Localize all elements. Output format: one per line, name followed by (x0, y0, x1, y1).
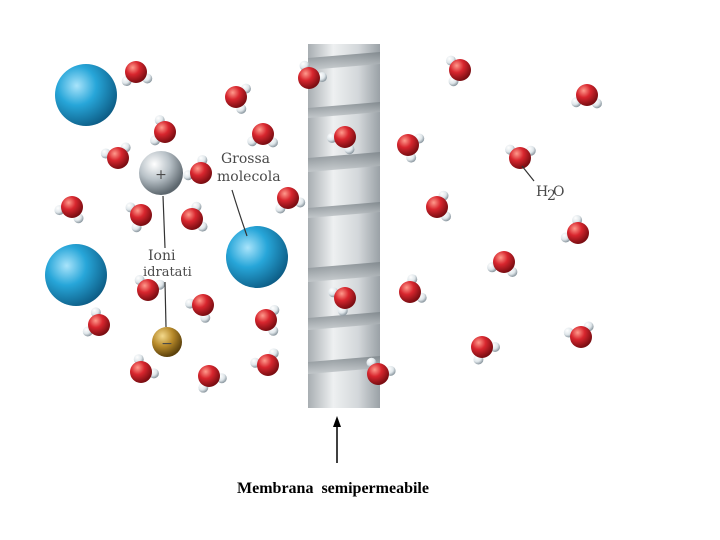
water-molecule (150, 115, 176, 146)
oxygen-atom (397, 134, 419, 156)
ions-label-line1: Ioni (148, 248, 176, 264)
semipermeable-membrane (308, 44, 380, 408)
membrane-pore (308, 356, 380, 374)
water-molecule (125, 202, 152, 233)
water-molecule (130, 354, 159, 383)
oxygen-atom (181, 208, 203, 230)
membrane-pore (308, 52, 380, 70)
water-molecule (560, 215, 589, 244)
water-molecule (250, 348, 279, 376)
oxygen-atom (61, 196, 83, 218)
water-molecule (328, 287, 356, 316)
water-molecule (445, 55, 471, 87)
membrane-caption: Membrana semipermeabile (237, 480, 429, 497)
water-molecule (399, 274, 427, 303)
oxygen-atom (298, 67, 320, 89)
oxygen-atom (198, 365, 220, 387)
water-molecule (247, 123, 278, 148)
oxygen-atom (137, 279, 159, 301)
oxygen-atom (130, 204, 152, 226)
large-molecule (45, 244, 107, 306)
membrane-pore (308, 312, 380, 330)
membrane-pore (308, 152, 380, 172)
anion: − (152, 327, 182, 357)
water-molecule (225, 83, 251, 114)
water-molecule (487, 251, 518, 277)
cation-sign: + (155, 167, 167, 183)
large-molecule-label-line2: molecola (217, 169, 281, 185)
oxygen-atom (367, 363, 389, 385)
water-label-o: O (553, 184, 564, 200)
oxygen-atom (257, 354, 279, 376)
oxygen-atom (130, 361, 152, 383)
water-molecule (54, 196, 84, 224)
membrane-arrow (333, 416, 341, 463)
large-molecule (226, 226, 288, 288)
oxygen-atom (334, 126, 356, 148)
oxygen-atom (255, 309, 277, 331)
oxygen-atom (334, 287, 356, 309)
large-molecules (45, 64, 288, 306)
leader-ions-up (162, 195, 166, 249)
ions-label-line2: idratati (143, 265, 192, 280)
water-molecule (471, 336, 500, 365)
water-molecule (397, 133, 425, 163)
leader-lines (162, 165, 535, 328)
oxygen-atom (509, 147, 531, 169)
water-molecule (255, 305, 280, 336)
water-molecule (183, 155, 212, 184)
oxygen-atom (154, 121, 176, 143)
oxygen-atom (225, 86, 247, 108)
oxygen-atom (493, 251, 515, 273)
oxygen-atom (107, 147, 129, 169)
water-molecule (327, 126, 356, 155)
membrane-pore (308, 102, 380, 118)
water-molecule (505, 144, 536, 169)
water-molecule (100, 142, 131, 169)
large-molecule-label-line1: Grossa (221, 151, 270, 167)
water-label-h: H (536, 184, 548, 200)
oxygen-atom (426, 196, 448, 218)
membrane-pore (308, 202, 380, 218)
water-molecule (185, 294, 214, 323)
oxygen-atom (88, 314, 110, 336)
water-molecule (181, 201, 208, 232)
water-molecules (54, 55, 602, 393)
water-label: H 2 O (536, 184, 564, 204)
oxygen-atom (399, 281, 421, 303)
oxygen-atom (576, 84, 598, 106)
oxygen-atom (277, 187, 299, 209)
anion-sign: − (161, 336, 173, 352)
oxygen-atom (471, 336, 493, 358)
oxygen-atom (252, 123, 274, 145)
leader-large-molecule (231, 189, 248, 237)
leader-ions-down (164, 281, 167, 328)
oxygen-atom (567, 222, 589, 244)
water-molecule (121, 61, 153, 87)
water-molecule (275, 187, 306, 214)
leader-water (521, 165, 535, 182)
water-molecule (298, 60, 327, 89)
large-molecule (55, 64, 117, 126)
water-molecule (563, 321, 594, 348)
water-molecule (426, 190, 452, 222)
water-molecule (134, 275, 165, 301)
membrane-pore (308, 262, 380, 282)
cation: + (139, 151, 183, 195)
water-label-sub: 2 (547, 188, 556, 204)
water-molecule (82, 307, 110, 337)
oxygen-atom (449, 59, 471, 81)
water-molecule (366, 357, 396, 385)
oxygen-atom (190, 162, 212, 184)
oxygen-atom (192, 294, 214, 316)
water-molecule (571, 84, 602, 109)
water-molecule (198, 365, 227, 393)
oxygen-atom (125, 61, 147, 83)
oxygen-atom (570, 326, 592, 348)
